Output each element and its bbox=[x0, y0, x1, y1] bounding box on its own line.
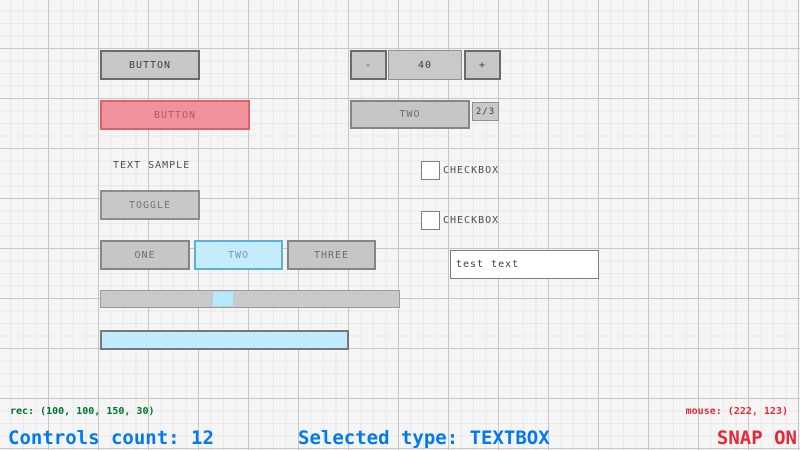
selected-rec-readout: rec: (100, 100, 150, 30) bbox=[10, 406, 155, 417]
mouse-position-readout: mouse: (222, 123) bbox=[685, 406, 788, 417]
textbox-control[interactable]: test text bbox=[450, 250, 599, 279]
toggle-group-item-one[interactable]: ONE bbox=[100, 240, 190, 270]
toggle-control[interactable]: TOGGLE bbox=[100, 190, 200, 220]
selected-type-readout: Selected type: TEXTBOX bbox=[298, 427, 550, 449]
text-sample-label: TEXT SAMPLE bbox=[113, 159, 191, 171]
combobox-index-button[interactable]: 2/3 bbox=[472, 102, 499, 121]
selected-button-control[interactable]: BUTTON bbox=[100, 100, 250, 130]
combobox-control[interactable]: TWO bbox=[350, 100, 470, 129]
slider-track[interactable] bbox=[100, 290, 400, 308]
button-control[interactable]: BUTTON bbox=[100, 50, 200, 80]
spinner-decrement-button[interactable]: - bbox=[350, 50, 387, 80]
slider-handle[interactable] bbox=[213, 292, 233, 306]
checkbox-1[interactable] bbox=[421, 161, 440, 180]
toggle-group-item-two-selected[interactable]: TWO bbox=[194, 240, 283, 270]
progress-bar[interactable] bbox=[100, 330, 349, 350]
spinner-value-box[interactable]: 40 bbox=[388, 50, 462, 80]
checkbox-2[interactable] bbox=[421, 211, 440, 230]
controls-count-readout: Controls count: 12 bbox=[8, 427, 214, 449]
snap-mode-indicator: SNAP ON bbox=[716, 427, 797, 449]
spinner-increment-button[interactable]: + bbox=[464, 50, 501, 80]
checkbox-1-label: CHECKBOX bbox=[443, 165, 500, 176]
checkbox-2-label: CHECKBOX bbox=[443, 215, 500, 226]
toggle-group-item-three[interactable]: THREE bbox=[287, 240, 376, 270]
